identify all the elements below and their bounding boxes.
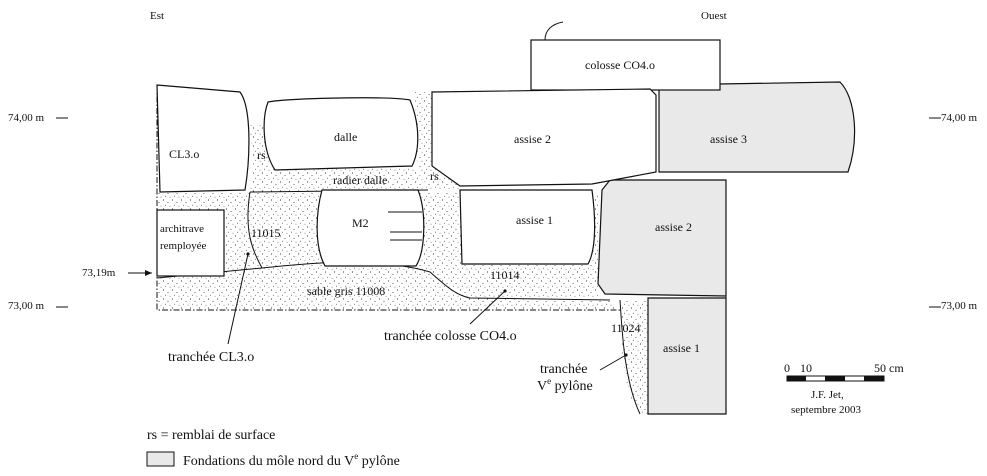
fill-radier-dalle xyxy=(250,166,428,192)
label-rs-left: rs xyxy=(257,148,266,162)
leader-tranchee-pylone xyxy=(599,354,627,371)
label-radier-dalle: radier dalle xyxy=(333,173,387,187)
leader-dot xyxy=(624,353,628,357)
label-m2: M2 xyxy=(352,216,369,230)
scale-bar-segment xyxy=(864,376,884,381)
scale-label-50: 50 cm xyxy=(874,361,904,375)
scale-bar-segment xyxy=(787,376,806,381)
block-assise-1-grey xyxy=(647,297,727,415)
pylone-numeral: V xyxy=(537,379,547,394)
leader-tranchee-cl3o xyxy=(227,253,249,345)
pylone-superscript: e xyxy=(547,376,551,386)
label-cl3o: CL3.o xyxy=(169,147,199,161)
block-dalle xyxy=(263,97,419,171)
label-tranchee-pylone-1: tranchée xyxy=(540,362,587,377)
label-tranchee-cl3o: tranchée CL3.o xyxy=(168,350,254,365)
legend-fondations: Fondations du môle nord du Ve pylône xyxy=(183,451,400,469)
label-sable-gris: sable gris 11008 xyxy=(307,284,385,298)
label-dalle: dalle xyxy=(334,130,357,144)
scale-label-10: 10 xyxy=(800,361,812,375)
label-tranchee-pylone-2: Ve pylône xyxy=(537,376,593,394)
excavation-boundary xyxy=(156,85,620,311)
label-rs-mid: rs xyxy=(430,169,439,183)
label-colosse: colosse CO4.o xyxy=(585,58,655,72)
label-architrave-1: architrave xyxy=(160,223,204,235)
block-assise-2-grey xyxy=(597,179,727,297)
legend-fondations-tail: pylône xyxy=(358,454,400,469)
fill-11024 xyxy=(620,300,650,414)
label-assise-3-grey: assise 3 xyxy=(710,132,747,146)
level-right-74: 74,00 m xyxy=(941,112,978,124)
scale-label-0: 0 xyxy=(784,361,790,375)
label-11015: 11015 xyxy=(251,226,281,240)
block-architrave-remployee xyxy=(156,209,225,277)
leader-dot xyxy=(246,252,250,256)
level-left-73: 73,00 m xyxy=(8,300,45,312)
label-assise-2-grey: assise 2 xyxy=(655,220,692,234)
label-architrave-2: remployée xyxy=(160,240,207,252)
label-11024: 11024 xyxy=(611,321,641,335)
level-right-73: 73,00 m xyxy=(941,300,978,312)
legend-swatch-fondations xyxy=(146,451,175,467)
scale-bar-segment xyxy=(825,376,845,381)
legend-fondations-text: Fondations du môle nord du V xyxy=(183,454,354,469)
label-assise-1-grey: assise 1 xyxy=(663,341,700,355)
credit-author: J.F. Jet, xyxy=(811,389,844,401)
fill-sable-gris xyxy=(157,262,620,310)
block-assise-2-main xyxy=(431,88,657,187)
legend-fondations-superscript: e xyxy=(354,451,358,461)
label-assise-2-main: assise 2 xyxy=(514,132,551,146)
level-left-74: 74,00 m xyxy=(8,112,45,124)
level-7319-arrow-head xyxy=(145,270,152,276)
block-m2 xyxy=(316,189,425,267)
label-11014: 11014 xyxy=(490,268,520,282)
block-assise-3-grey xyxy=(658,81,856,173)
legend-rs: rs = remblai de surface xyxy=(147,428,275,443)
leader-tranchee-colosse xyxy=(469,290,506,325)
label-ouest: Ouest xyxy=(701,10,727,22)
colosse-cut-mark xyxy=(544,21,564,41)
credit-date: septembre 2003 xyxy=(791,404,861,416)
block-assise-1-main xyxy=(459,189,596,265)
leader-dot xyxy=(503,289,507,293)
block-cl3o xyxy=(156,84,250,193)
pylone-tail: pylône xyxy=(551,379,593,394)
trench-cl3-edge xyxy=(247,191,263,269)
label-assise-1-main: assise 1 xyxy=(516,213,553,227)
level-7319: 73,19m xyxy=(82,267,116,279)
fill-rs-mid xyxy=(415,92,462,190)
label-tranchee-colosse: tranchée colosse CO4.o xyxy=(384,329,517,344)
label-est: Est xyxy=(150,10,164,22)
